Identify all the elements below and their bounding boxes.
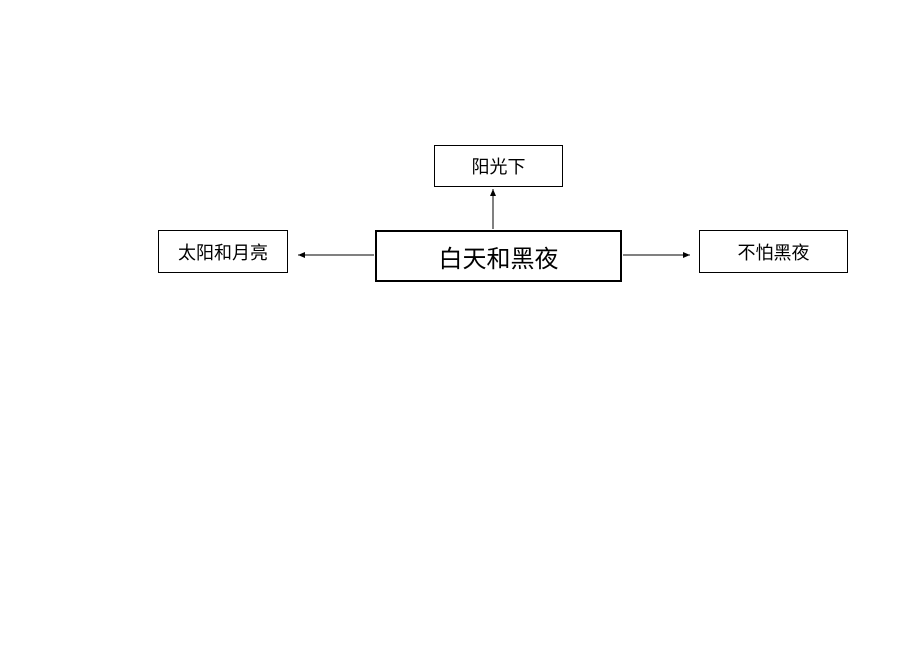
left-node: 太阳和月亮 [158,230,288,273]
top-node-label: 阳光下 [471,157,526,178]
right-node-label: 不怕黑夜 [737,242,810,264]
left-node-label: 太阳和月亮 [178,242,268,264]
center-node: 白天和黑夜 [375,230,622,282]
right-node: 不怕黑夜 [699,230,848,273]
center-node-label: 白天和黑夜 [438,244,559,273]
top-node: 阳光下 [434,145,563,187]
